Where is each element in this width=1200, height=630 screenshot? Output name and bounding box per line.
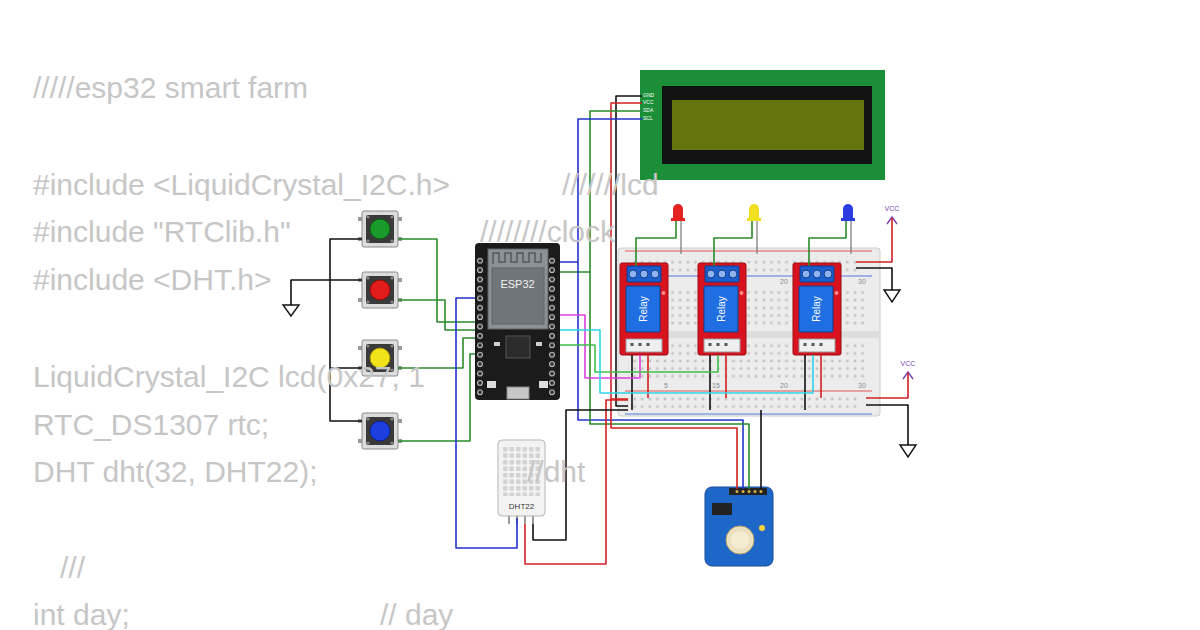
code-comment: ///: [60, 551, 85, 586]
relay-boards: [620, 263, 841, 355]
code-comment: ///////lcd: [562, 168, 659, 203]
breadboard: [618, 248, 880, 416]
part-label: DHT22: [509, 503, 534, 512]
esp32-board: [475, 243, 560, 400]
code-line: #include <DHT.h>: [33, 263, 271, 298]
column-number: 30: [857, 382, 867, 390]
relay-module: Relay: [698, 263, 746, 355]
pin-label: SDA: [643, 108, 653, 114]
part-label: Relay: [811, 296, 822, 322]
sensor-module: DHT22: [498, 440, 545, 518]
code-line: LiquidCrystal_I2C lcd(0x27, 1: [33, 360, 425, 395]
microcontroller-board: ESP32: [475, 243, 560, 400]
pin-label: GND: [643, 93, 654, 99]
code-line: DHT dht(32, DHT22);: [33, 455, 318, 490]
code-comment: //dht: [527, 455, 585, 490]
wires: [291, 96, 908, 564]
part-label: ESP32: [500, 278, 534, 290]
code-line: int day;: [33, 598, 130, 630]
column-number: 5: [663, 382, 669, 390]
pin-label: SCL: [643, 116, 653, 122]
lcd-display: [640, 70, 885, 180]
column-number: 20: [779, 382, 789, 390]
signal-wire: [456, 298, 517, 548]
code-line: RTC_DS1307 rtc;: [33, 408, 269, 443]
column-number: 30: [857, 278, 867, 286]
push-buttons: [358, 211, 402, 449]
signal-wire: [560, 330, 813, 393]
column-number: 15: [711, 382, 721, 390]
pin-label: VCC: [643, 100, 654, 106]
signal-wire: [560, 345, 718, 372]
code-line: /////esp32 smart farm: [33, 71, 308, 106]
code-line: #include <LiquidCrystal_I2C.h>: [33, 168, 450, 203]
relay-module: Relay: [620, 263, 668, 355]
power-symbols: [283, 217, 916, 457]
code-comment: // day: [380, 598, 453, 630]
part-label: Relay: [638, 296, 649, 322]
leds: [671, 204, 855, 254]
code-line: #include "RTClib.h": [33, 215, 291, 250]
power-label: VCC: [885, 205, 900, 213]
code-comment: ////////clock: [480, 215, 615, 250]
power-label: VCC: [901, 360, 916, 368]
part-label: Relay: [716, 296, 727, 322]
column-number: 20: [779, 278, 789, 286]
rtc-module: [705, 487, 773, 566]
relay-module: Relay: [793, 263, 841, 355]
